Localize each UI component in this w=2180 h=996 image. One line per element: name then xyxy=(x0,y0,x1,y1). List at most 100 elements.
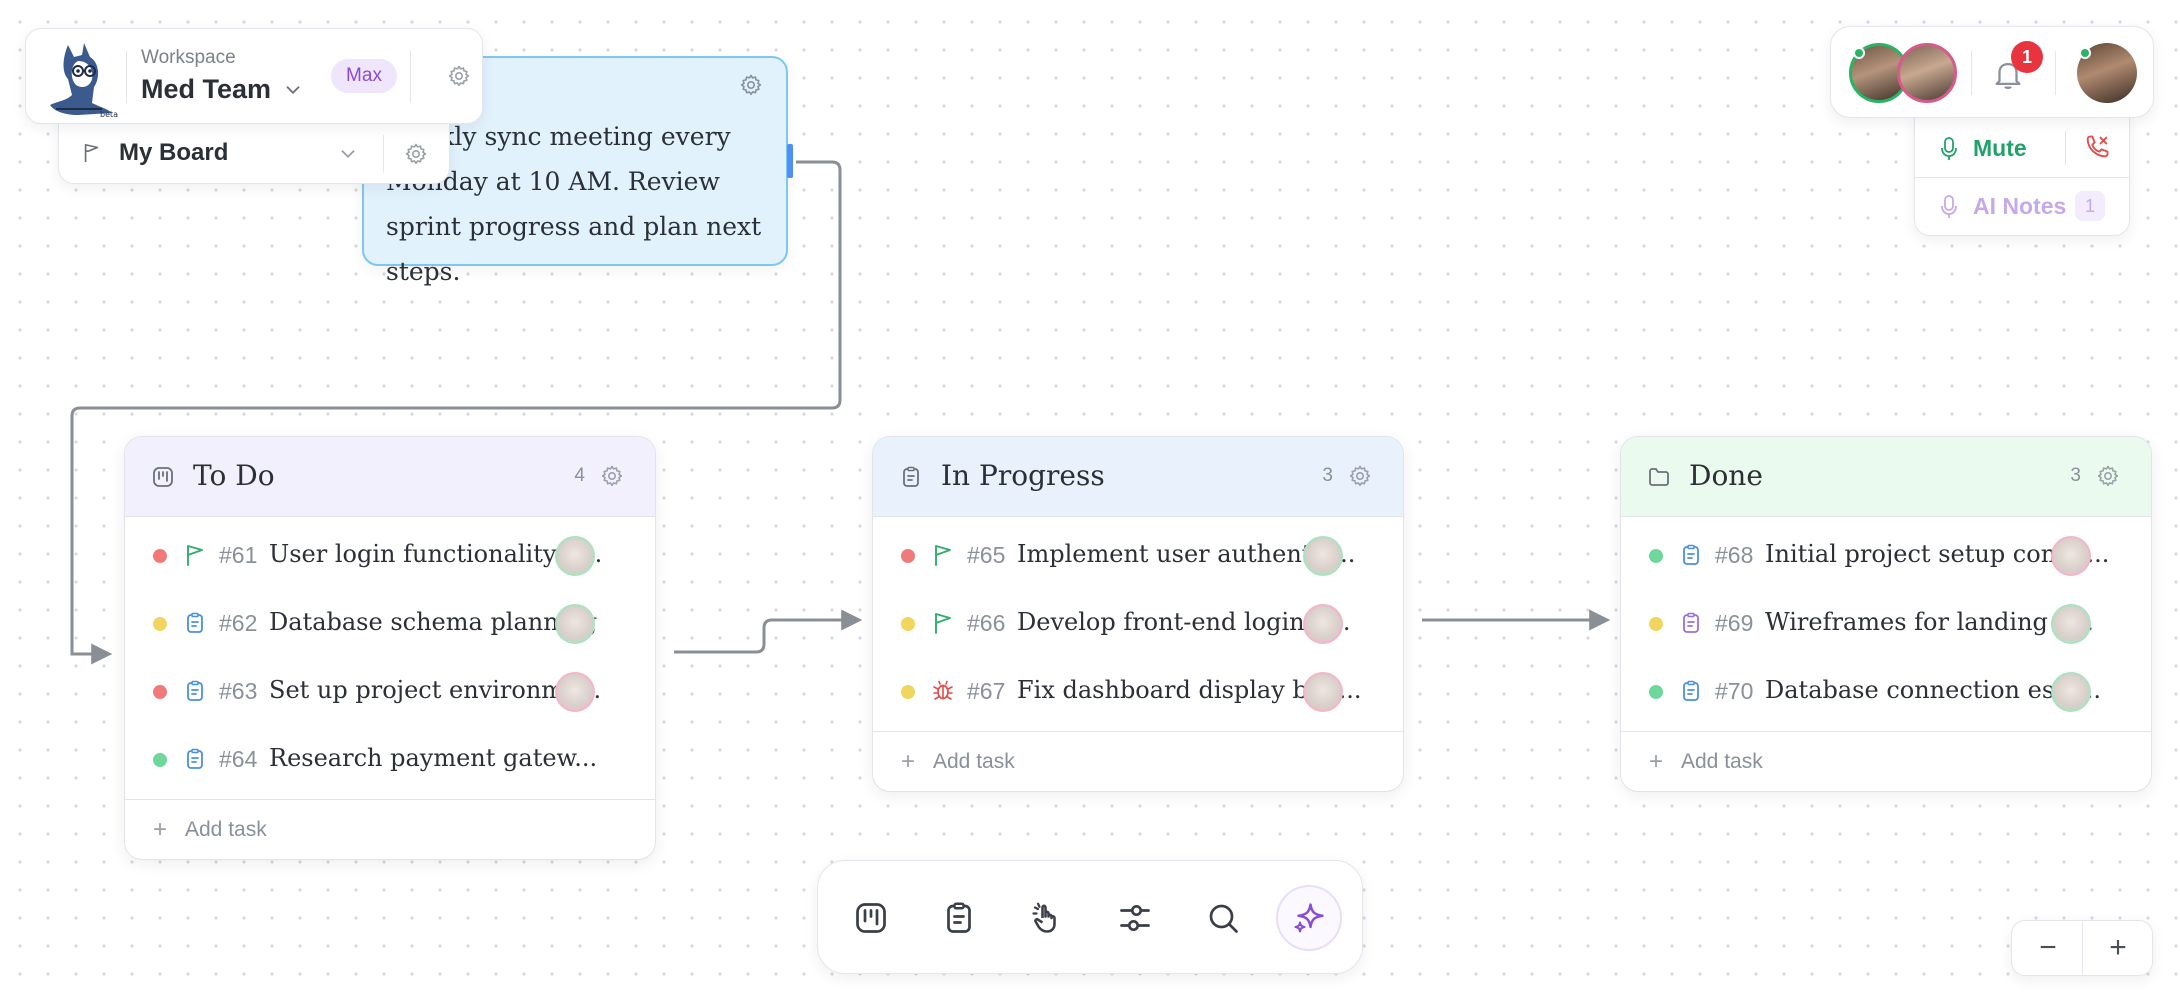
online-indicator xyxy=(1853,47,1865,59)
column-settings-gear-icon[interactable] xyxy=(1347,463,1373,489)
board-name[interactable]: My Board xyxy=(119,139,229,166)
llama-logo-icon: beta xyxy=(50,43,118,119)
mute-button[interactable]: Mute xyxy=(1973,135,2027,161)
connection-handle[interactable] xyxy=(787,144,793,178)
zoom-in-button[interactable]: + xyxy=(2109,931,2127,964)
chevron-down-icon[interactable] xyxy=(282,79,304,101)
microphone-icon[interactable] xyxy=(1937,135,1961,163)
divider xyxy=(126,51,127,103)
workspace-switcher[interactable]: beta Workspace Med Team Max xyxy=(25,28,483,124)
search-tool[interactable] xyxy=(1194,889,1252,947)
clipboard-icon xyxy=(947,902,971,933)
column-done: Done 3 #68 Initial project setup compl..… xyxy=(1620,436,2152,792)
bug-icon xyxy=(931,679,955,703)
connector-note-to-todo xyxy=(70,160,842,665)
task-id: #61 xyxy=(219,542,258,568)
column-settings-gear-icon[interactable] xyxy=(2095,463,2121,489)
assignee-avatar[interactable] xyxy=(2051,604,2091,644)
assignee-avatar[interactable] xyxy=(2051,536,2091,576)
ai-tool[interactable] xyxy=(1276,885,1342,951)
task-card[interactable]: #61 User login functionality d... xyxy=(125,521,655,589)
board-tool[interactable] xyxy=(842,889,900,947)
online-indicator xyxy=(2079,47,2091,59)
clipboard-icon xyxy=(1679,611,1703,635)
add-task-label: Add task xyxy=(185,818,267,841)
task-card[interactable]: #64 Research payment gatew... xyxy=(125,725,655,793)
chevron-down-icon[interactable] xyxy=(337,143,359,165)
column-title: Done xyxy=(1689,459,1763,492)
divider xyxy=(2082,921,2083,977)
clipboard-icon xyxy=(183,611,207,635)
task-count: 4 xyxy=(574,465,585,486)
task-id: #62 xyxy=(219,610,258,636)
task-card[interactable]: #66 Develop front-end login p... xyxy=(873,589,1403,657)
board-selector[interactable]: My Board xyxy=(58,122,450,184)
task-id: #68 xyxy=(1715,542,1754,568)
kanban-icon xyxy=(151,465,175,489)
task-title: User login functionality d... xyxy=(269,540,603,568)
task-count: 3 xyxy=(2070,465,2081,486)
column-in-progress: In Progress 3 #65 Implement user authent… xyxy=(872,436,1404,792)
priority-dot xyxy=(1649,549,1663,563)
clipboard-icon xyxy=(183,679,207,703)
task-card[interactable]: #70 Database connection esta... xyxy=(1621,657,2151,725)
assignee-avatar[interactable] xyxy=(1303,604,1343,644)
task-list: #65 Implement user authentic... #66 Deve… xyxy=(873,517,1403,731)
task-title: Set up project environme... xyxy=(269,676,602,704)
task-list: #68 Initial project setup compl... #69 W… xyxy=(1621,517,2151,731)
workspace-settings-gear-icon[interactable] xyxy=(446,63,472,89)
assignee-avatar[interactable] xyxy=(555,536,595,576)
column-settings-gear-icon[interactable] xyxy=(599,463,625,489)
task-card[interactable]: #62 Database schema planning xyxy=(125,589,655,657)
priority-dot xyxy=(901,685,915,699)
task-count: 3 xyxy=(1322,465,1333,486)
divider xyxy=(1915,177,2129,178)
clipboard-icon xyxy=(899,465,923,489)
task-list: #61 User login functionality d... #62 Da… xyxy=(125,517,655,799)
assignee-avatar[interactable] xyxy=(555,672,595,712)
task-card[interactable]: #67 Fix dashboard display bug... xyxy=(873,657,1403,725)
task-title: Database schema planning xyxy=(269,608,598,636)
priority-dot xyxy=(153,685,167,699)
board-settings-gear-icon[interactable] xyxy=(403,141,429,167)
call-panel: 1 xyxy=(1830,26,2154,118)
workspace-label: Workspace xyxy=(141,47,236,68)
task-id: #66 xyxy=(967,610,1006,636)
ai-notes-button[interactable]: AI Notes xyxy=(1973,193,2067,219)
participant-avatar-2[interactable] xyxy=(1897,43,1957,103)
end-call-icon[interactable] xyxy=(2083,133,2111,161)
add-task-label: Add task xyxy=(1681,750,1763,773)
assignee-avatar[interactable] xyxy=(1303,536,1343,576)
add-task-button[interactable]: + Add task xyxy=(873,731,1403,791)
sparkle-icon xyxy=(1294,903,1324,933)
assignee-avatar[interactable] xyxy=(555,604,595,644)
plus-icon: + xyxy=(153,816,168,843)
assignee-avatar[interactable] xyxy=(2051,672,2091,712)
priority-dot xyxy=(153,549,167,563)
note-settings-gear-icon[interactable] xyxy=(738,72,764,98)
filters-tool[interactable] xyxy=(1106,889,1164,947)
zoom-out-button[interactable]: − xyxy=(2039,931,2057,964)
priority-dot xyxy=(1649,617,1663,631)
task-id: #63 xyxy=(219,678,258,704)
task-card[interactable]: #63 Set up project environme... xyxy=(125,657,655,725)
add-task-button[interactable]: + Add task xyxy=(125,799,655,859)
add-task-label: Add task xyxy=(933,750,1015,773)
task-id: #69 xyxy=(1715,610,1754,636)
tasks-tool[interactable] xyxy=(930,889,988,947)
ai-microphone-icon xyxy=(1941,195,1957,218)
priority-dot xyxy=(901,617,915,631)
task-card[interactable]: #68 Initial project setup compl... xyxy=(1621,521,2151,589)
task-card[interactable]: #65 Implement user authentic... xyxy=(873,521,1403,589)
interact-tool[interactable] xyxy=(1018,889,1076,947)
assignee-avatar[interactable] xyxy=(1303,672,1343,712)
workspace-name[interactable]: Med Team xyxy=(141,74,272,104)
bell-icon[interactable] xyxy=(1991,57,2025,91)
column-header: Done 3 xyxy=(1621,437,2151,517)
flag-icon xyxy=(931,611,955,635)
divider xyxy=(2065,131,2066,165)
add-task-button[interactable]: + Add task xyxy=(1621,731,2151,791)
clipboard-icon xyxy=(1679,679,1703,703)
task-card[interactable]: #69 Wireframes for landing p... xyxy=(1621,589,2151,657)
